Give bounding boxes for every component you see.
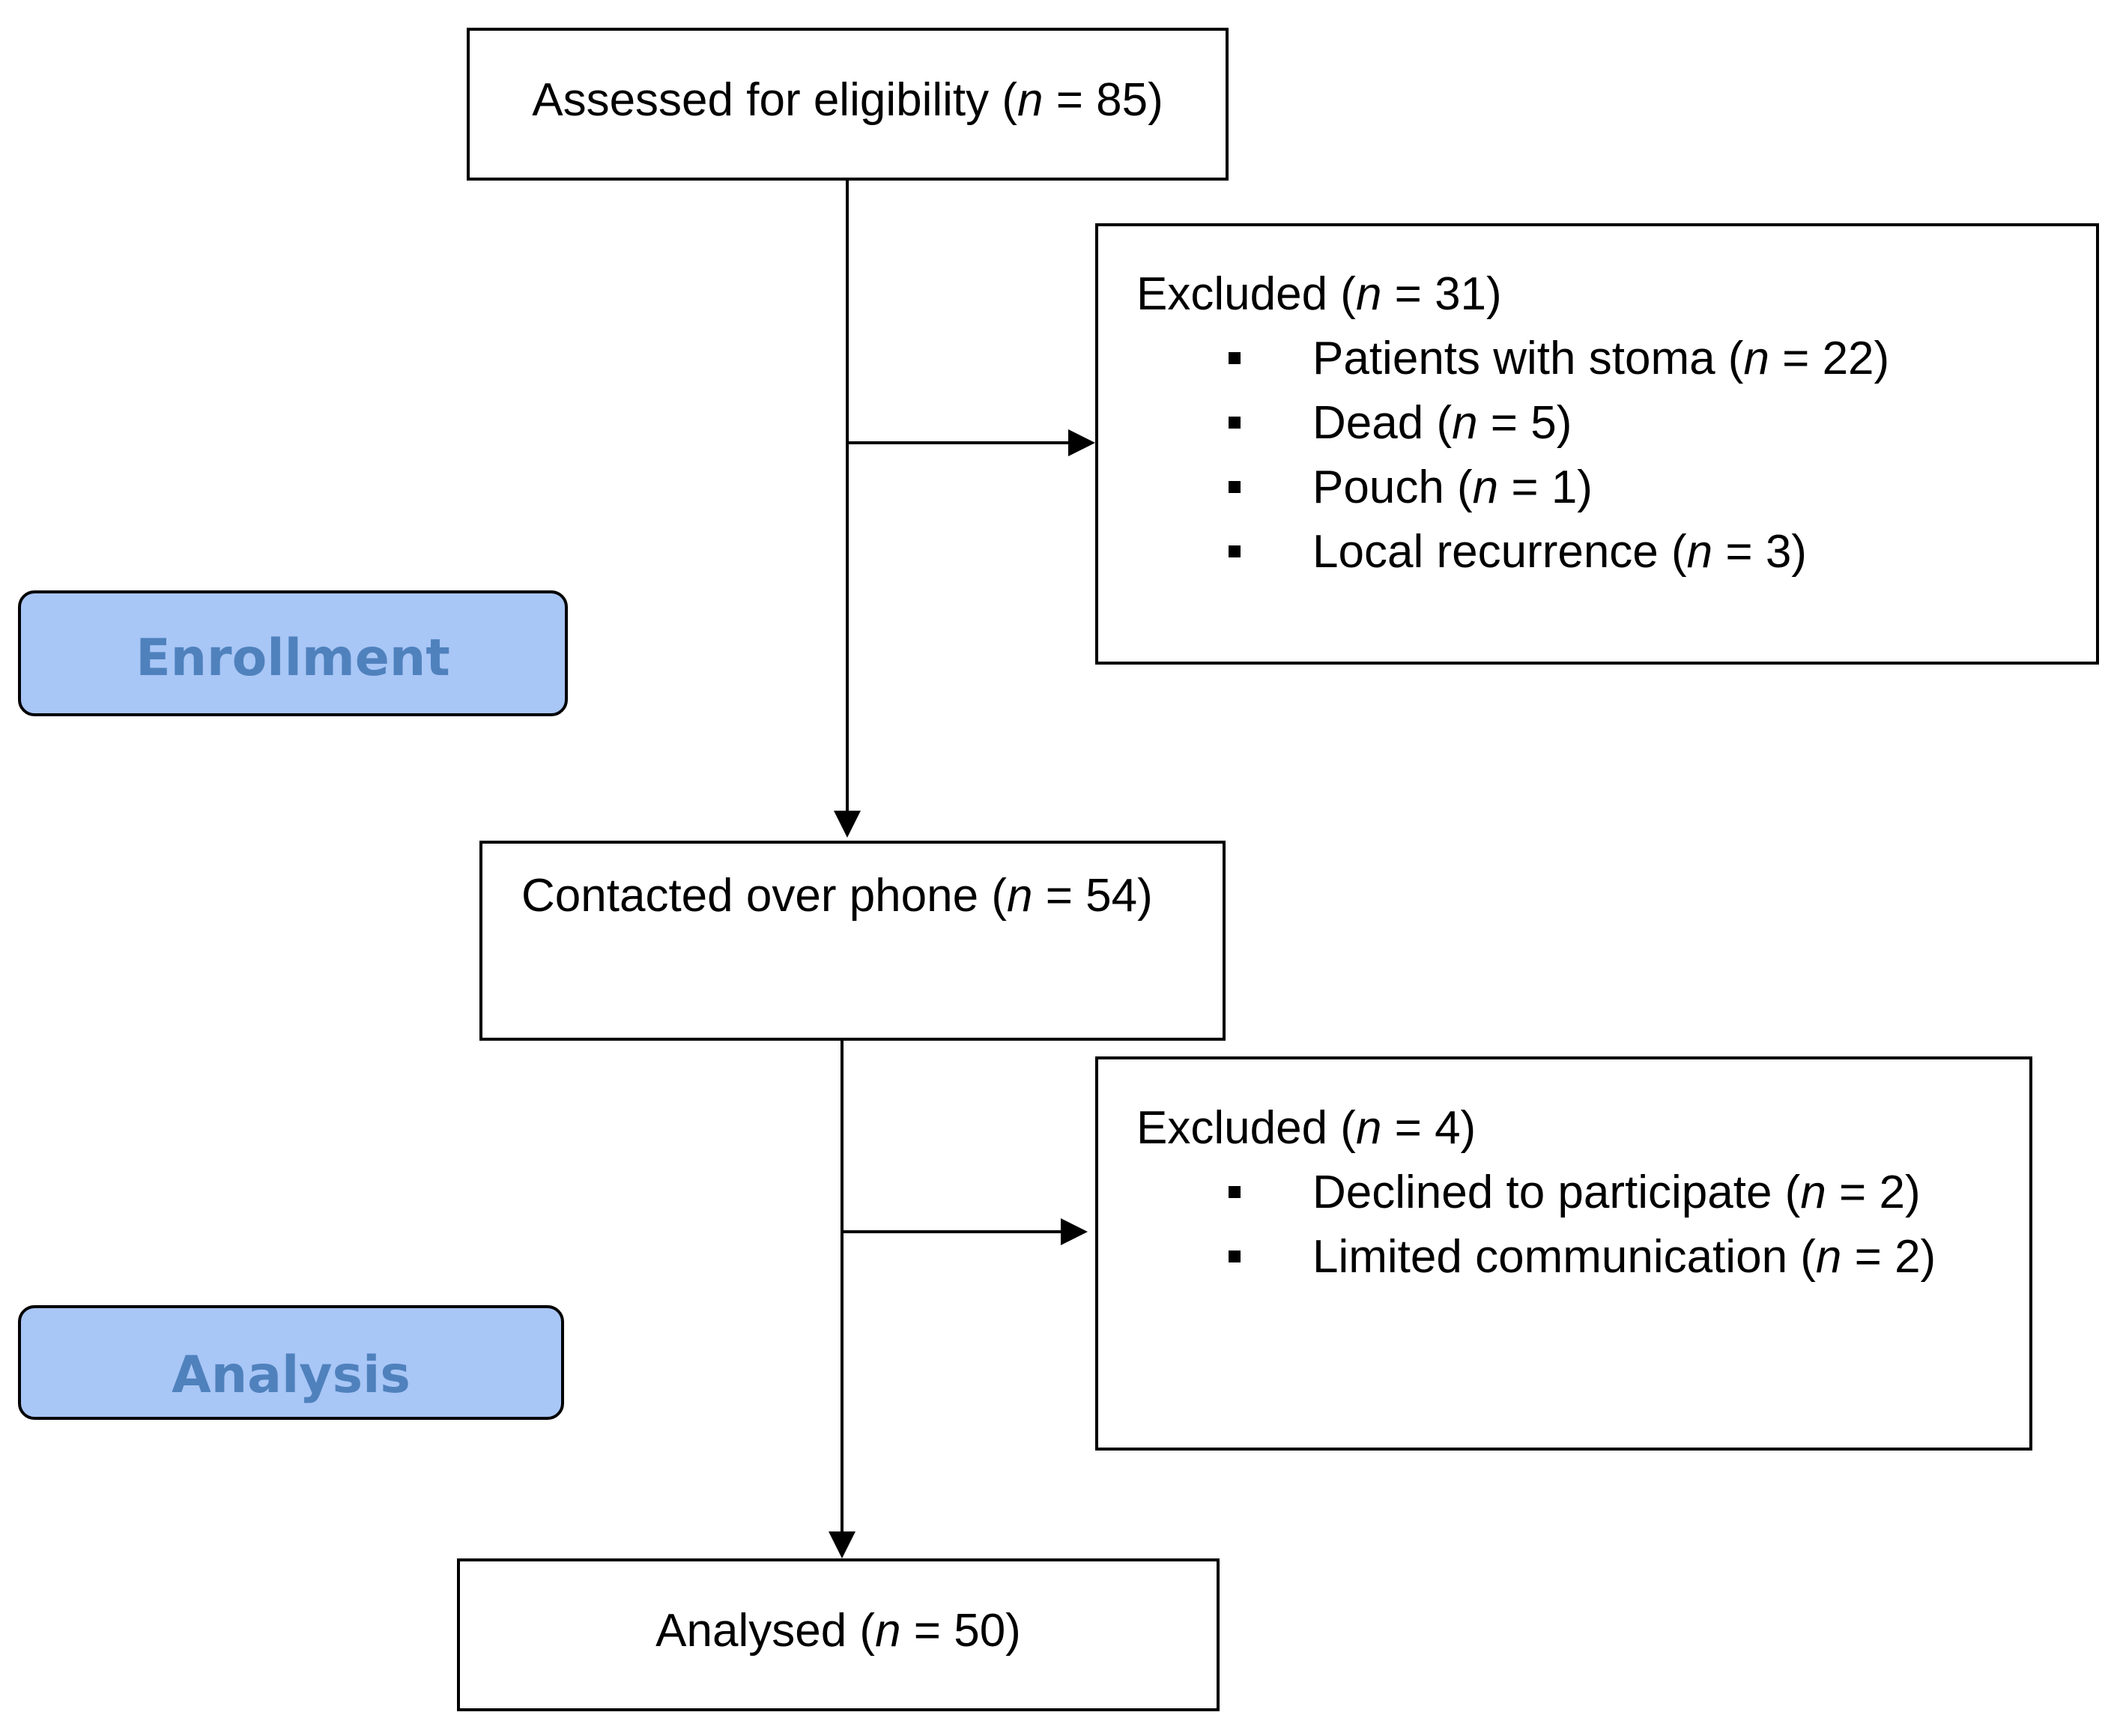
arrowhead-to-analysed [829, 1531, 855, 1558]
stage-analysis-label: Analysis [172, 1346, 411, 1405]
bullet-icon [1229, 481, 1241, 493]
bullet-icon [1229, 1250, 1241, 1262]
stage-enrollment: Enrollment [18, 590, 568, 716]
contacted-text: Contacted over phone (n = 54) [521, 870, 1153, 922]
bullet-icon [1229, 545, 1241, 557]
excluded-box-1: Excluded (n = 31) Patients with stoma (n… [1095, 223, 2099, 665]
bullet-icon [1229, 352, 1241, 364]
arrowhead-to-contacted [834, 811, 861, 838]
bullet-icon [1229, 417, 1241, 429]
excluded-2-heading: Excluded (n = 4) [1136, 1102, 1477, 1154]
bullet-icon [1229, 1186, 1241, 1198]
arrowhead-to-excluded-1 [1068, 429, 1095, 456]
arrowhead-to-excluded-2 [1061, 1218, 1088, 1245]
analysed-text: Analysed (n = 50) [655, 1605, 1021, 1657]
stage-enrollment-label: Enrollment [136, 629, 450, 688]
contacted-box: Contacted over phone (n = 54) [479, 841, 1226, 1041]
excluded-1-heading: Excluded (n = 31) [1136, 268, 1502, 320]
assessed-text: Assessed for eligibility (n = 85) [532, 74, 1163, 126]
stage-analysis: Analysis [18, 1305, 564, 1420]
assessed-box: Assessed for eligibility (n = 85) [467, 28, 1229, 181]
analysed-box: Analysed (n = 50) [457, 1558, 1220, 1711]
excluded-box-2: Excluded (n = 4) Declined to participate… [1095, 1056, 2032, 1451]
